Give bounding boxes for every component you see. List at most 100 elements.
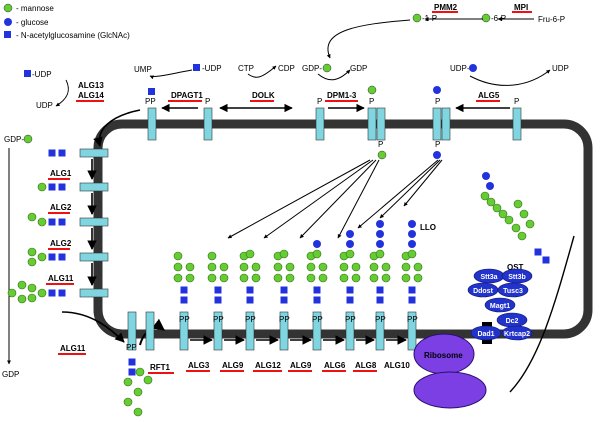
- dolichol-lipid: [179, 311, 189, 351]
- rft1-label: RFT1: [150, 363, 171, 372]
- legend-glcnac: - N-acetylglucosamine (GlcNAc): [16, 31, 130, 40]
- glcnac-icon: [48, 289, 56, 297]
- mannose-icon: [513, 199, 523, 209]
- pp-label: PP: [126, 343, 137, 352]
- fru6p-label: Fru-6-P: [538, 15, 565, 24]
- mannose-icon: [492, 203, 502, 213]
- dolichol-lipid: [312, 311, 322, 351]
- mannose-icon: [401, 262, 411, 272]
- mannose-icon: [345, 249, 355, 259]
- p-label: P: [435, 97, 440, 106]
- p-label: P: [435, 140, 440, 149]
- dolichol-lipid: [79, 217, 109, 227]
- mannose-icon: [7, 288, 17, 298]
- mannose-icon: [369, 273, 379, 283]
- alg14-label: ALG14: [78, 91, 104, 100]
- alg1-label: ALG1: [50, 169, 72, 178]
- glucose-icon: [482, 172, 490, 180]
- dpm13-label: DPM1-3: [327, 91, 357, 100]
- alg9a-label: ALG9: [222, 361, 244, 370]
- mannose-phosphate-pathway: Fru-6-P MPI -6-P PMM2 -1-P: [326, 3, 565, 59]
- glcnac-icon: [280, 286, 288, 294]
- dolichol-lipid: [407, 311, 417, 351]
- glcnac-icon: [128, 358, 136, 366]
- udp-left-label: UDP: [36, 101, 53, 110]
- glcnac-icon: [534, 248, 542, 256]
- ost-subunit-dc2: Dc2: [496, 312, 528, 328]
- dolichol-lipid: [245, 311, 255, 351]
- glcnac-icon: [48, 218, 56, 226]
- mannose-icon: [245, 249, 255, 259]
- alg12-label: ALG12: [255, 361, 281, 370]
- mannose-1p-icon: [412, 13, 422, 23]
- llo-label: LLO: [420, 223, 436, 232]
- mannose-icon: [135, 367, 145, 377]
- udp-label: UDP: [552, 64, 569, 73]
- mannose-icon: [480, 191, 490, 201]
- glucose-icon: [313, 240, 321, 248]
- mannose-icon: [123, 397, 133, 407]
- mannose-icon: [285, 273, 295, 283]
- pp-label: PP: [179, 315, 190, 324]
- mannose-icon: [318, 262, 328, 272]
- dolichol-lipid: [345, 311, 355, 351]
- glucose-icon: [376, 240, 384, 248]
- glcnac-icon: [58, 289, 66, 297]
- p-label: P: [205, 97, 210, 106]
- glcnac-icon: [180, 286, 188, 294]
- ost-subunit-krtcap2: Krtcap2: [501, 325, 533, 341]
- alg8-label: ALG8: [355, 361, 377, 370]
- legend: - mannose - glucose - N-acetylglucosamin…: [3, 3, 130, 40]
- mannose-icon: [517, 231, 527, 241]
- transferred-glycan: [480, 172, 550, 264]
- mannose-icon: [279, 249, 289, 259]
- mannose-icon: [273, 262, 283, 272]
- glcnac-icon: [48, 149, 56, 157]
- donor-arrows: LLO: [227, 159, 443, 239]
- top-cofactor-labels: UMP -UDP CTP CDP GDP- GDP UDP- UDP: [134, 63, 569, 86]
- glcnac-icon: [214, 286, 222, 294]
- mannose-6p-icon: [481, 13, 491, 23]
- glucose-icon: [408, 230, 416, 238]
- mannose-icon: [413, 273, 423, 283]
- glcnac-icon: [246, 296, 254, 304]
- udp-glucose-label: UDP-: [450, 64, 470, 73]
- pp-label: PP: [279, 315, 290, 324]
- mannose-icon: [143, 375, 153, 385]
- glucose-icon: [486, 182, 494, 190]
- ribosome: Ribosome: [413, 333, 487, 409]
- udp-glcnac-label: -UDP: [202, 64, 222, 73]
- glcnac-icon: [246, 286, 254, 294]
- mannose-icon: [173, 262, 183, 272]
- mannose-icon: [413, 262, 423, 272]
- gdp-mannose-label: GDP-: [302, 64, 322, 73]
- dolichol-lipid: [375, 311, 385, 351]
- glcnac-icon: [313, 286, 321, 294]
- mannose-icon: [173, 273, 183, 283]
- gdp-bottom-label: GDP: [2, 370, 19, 379]
- mannose-icon: [273, 273, 283, 283]
- dolichol-lipid: [79, 288, 109, 298]
- ost-subunit-stt3a: Stt3a: [473, 268, 505, 284]
- man1p-label: -1-P: [422, 14, 437, 23]
- gdp-label: GDP: [350, 64, 367, 73]
- mannose-icon: [219, 273, 229, 283]
- mannose-icon: [504, 215, 514, 225]
- dolichol-lipid: [279, 311, 289, 351]
- glucose-icon: [408, 220, 416, 228]
- glcnac-icon: [346, 286, 354, 294]
- mannose-icon: [498, 209, 508, 219]
- mannose-icon: [381, 262, 391, 272]
- ribosome-label: Ribosome: [424, 351, 463, 360]
- pp-label: PP: [245, 315, 256, 324]
- mannose-icon: [381, 273, 391, 283]
- mannose-icon: [239, 273, 249, 283]
- glcnac-icon: [58, 149, 66, 157]
- glcnac-icon: [280, 296, 288, 304]
- mannose-icon: [37, 182, 47, 192]
- glcnac-icon: [214, 296, 222, 304]
- mannose-icon: [37, 288, 47, 298]
- mannose-icon: [306, 273, 316, 283]
- mannose-icon: [239, 262, 249, 272]
